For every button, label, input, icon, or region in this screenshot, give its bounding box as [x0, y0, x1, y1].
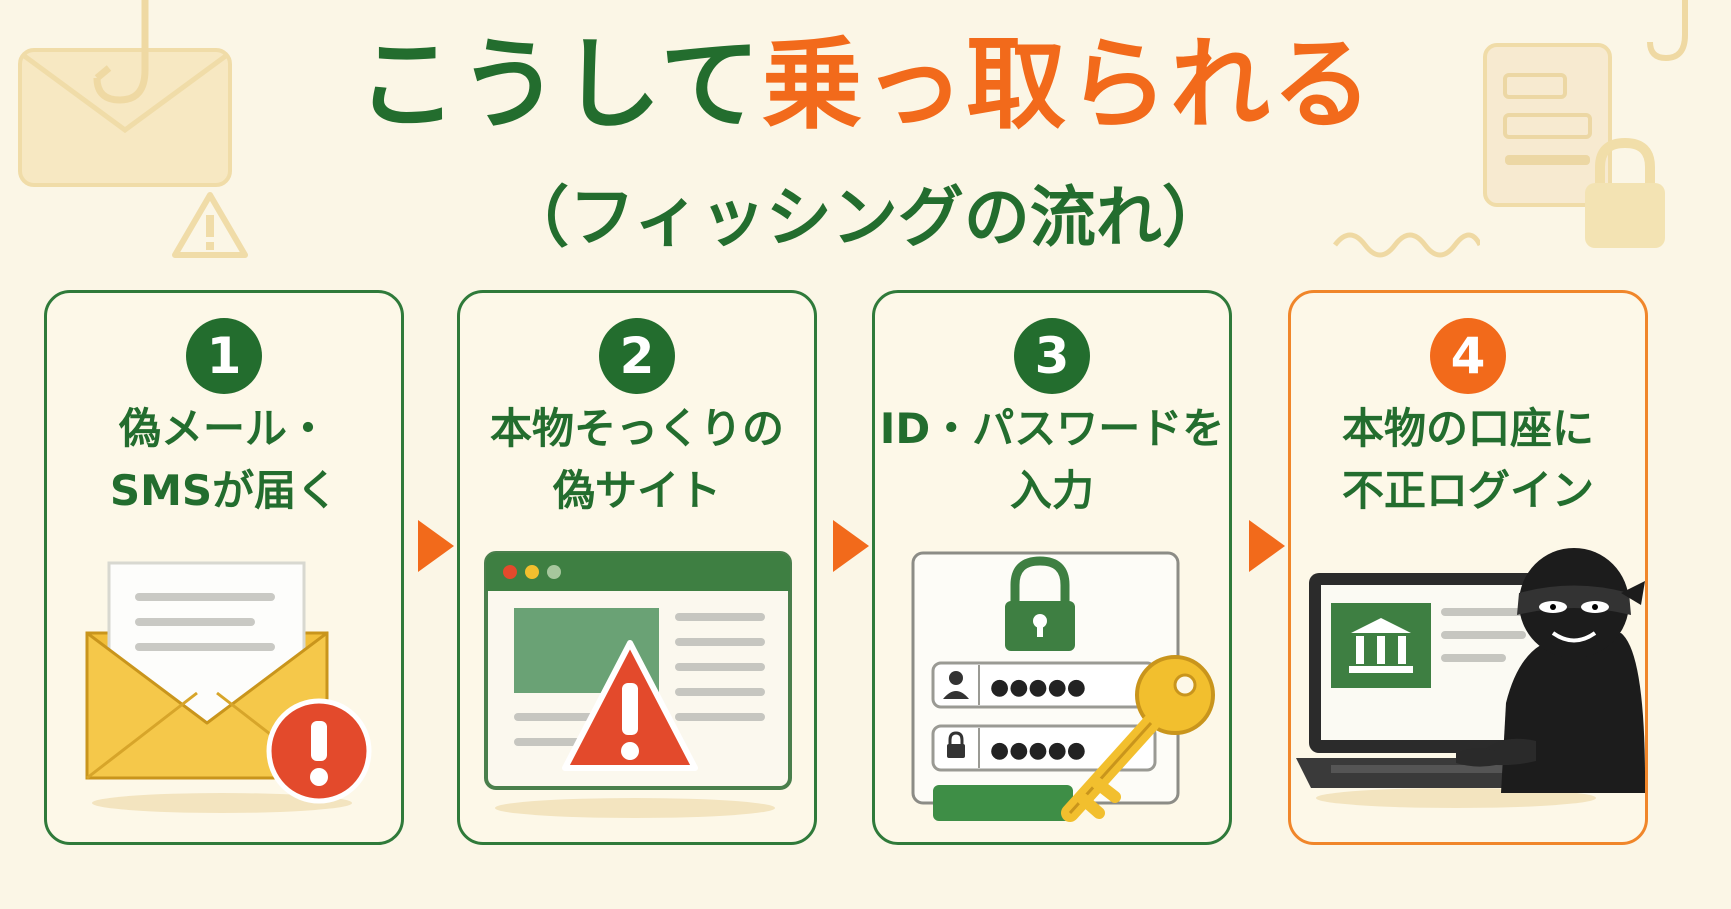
step-label-line-1: 偽メール・	[118, 404, 329, 453]
title-part-orange: 乗っ取られる	[762, 26, 1374, 143]
step-label-line-1: 本物そっくりの	[489, 404, 784, 453]
background-lock-icon	[1585, 137, 1665, 248]
step-label-line-1: 本物の口座に	[1341, 404, 1594, 453]
step-number-badge: 1	[186, 318, 262, 394]
hacker-laptop-illustration	[1296, 548, 1645, 808]
background-envelope-hook-icon	[18, 0, 232, 187]
key-icon	[1061, 655, 1215, 822]
flow-arrow-3	[1249, 520, 1285, 572]
background-hook-icon	[1647, 0, 1688, 62]
password-mask-1: ●●●●●	[990, 675, 1086, 700]
flow-arrow-1	[418, 520, 454, 572]
step-number-badge: 2	[599, 318, 675, 394]
background-wave-icon	[1333, 232, 1480, 258]
step-card-2: 2 本物そっくりの 偽サイト	[457, 290, 817, 845]
step-label-line-2: 不正ログイン	[1341, 466, 1594, 515]
fake-site-warning-illustration	[484, 551, 792, 818]
step-label-line-2: 偽サイト	[552, 466, 721, 515]
step-label: 本物の口座に 不正ログイン	[1291, 398, 1645, 522]
step-number-badge: 3	[1014, 318, 1090, 394]
step-label: ID・パスワードを 入力	[875, 398, 1229, 522]
background-warning-icon	[172, 192, 248, 258]
background-form-icon	[1483, 43, 1612, 207]
step-label-line-2: SMSが届く	[109, 466, 339, 515]
step-card-1: 1 偽メール・ SMSが届く	[44, 290, 404, 845]
step-label-line-2: 入力	[1009, 466, 1094, 515]
envelope-warning-illustration	[85, 561, 372, 813]
step-label: 本物そっくりの 偽サイト	[460, 398, 814, 522]
page-subtitle: （フィッシングの流れ）	[503, 179, 1228, 256]
page-title: こうして乗っ取られる	[0, 20, 1731, 150]
flow-arrow-2	[833, 520, 869, 572]
title-part-green: こうして	[357, 26, 762, 143]
step-number-badge: 4	[1430, 318, 1506, 394]
step-label-line-1: ID・パスワードを	[879, 404, 1225, 453]
login-form-key-illustration: ●●●●● ●●●●●	[911, 551, 1215, 822]
step-label: 偽メール・ SMSが届く	[47, 398, 401, 522]
password-mask-2: ●●●●●	[990, 738, 1086, 763]
step-card-3: 3 ID・パスワードを 入力 ●●●●● ●●●●●	[872, 290, 1232, 845]
step-card-4: 4 本物の口座に 不正ログイン	[1288, 290, 1648, 845]
